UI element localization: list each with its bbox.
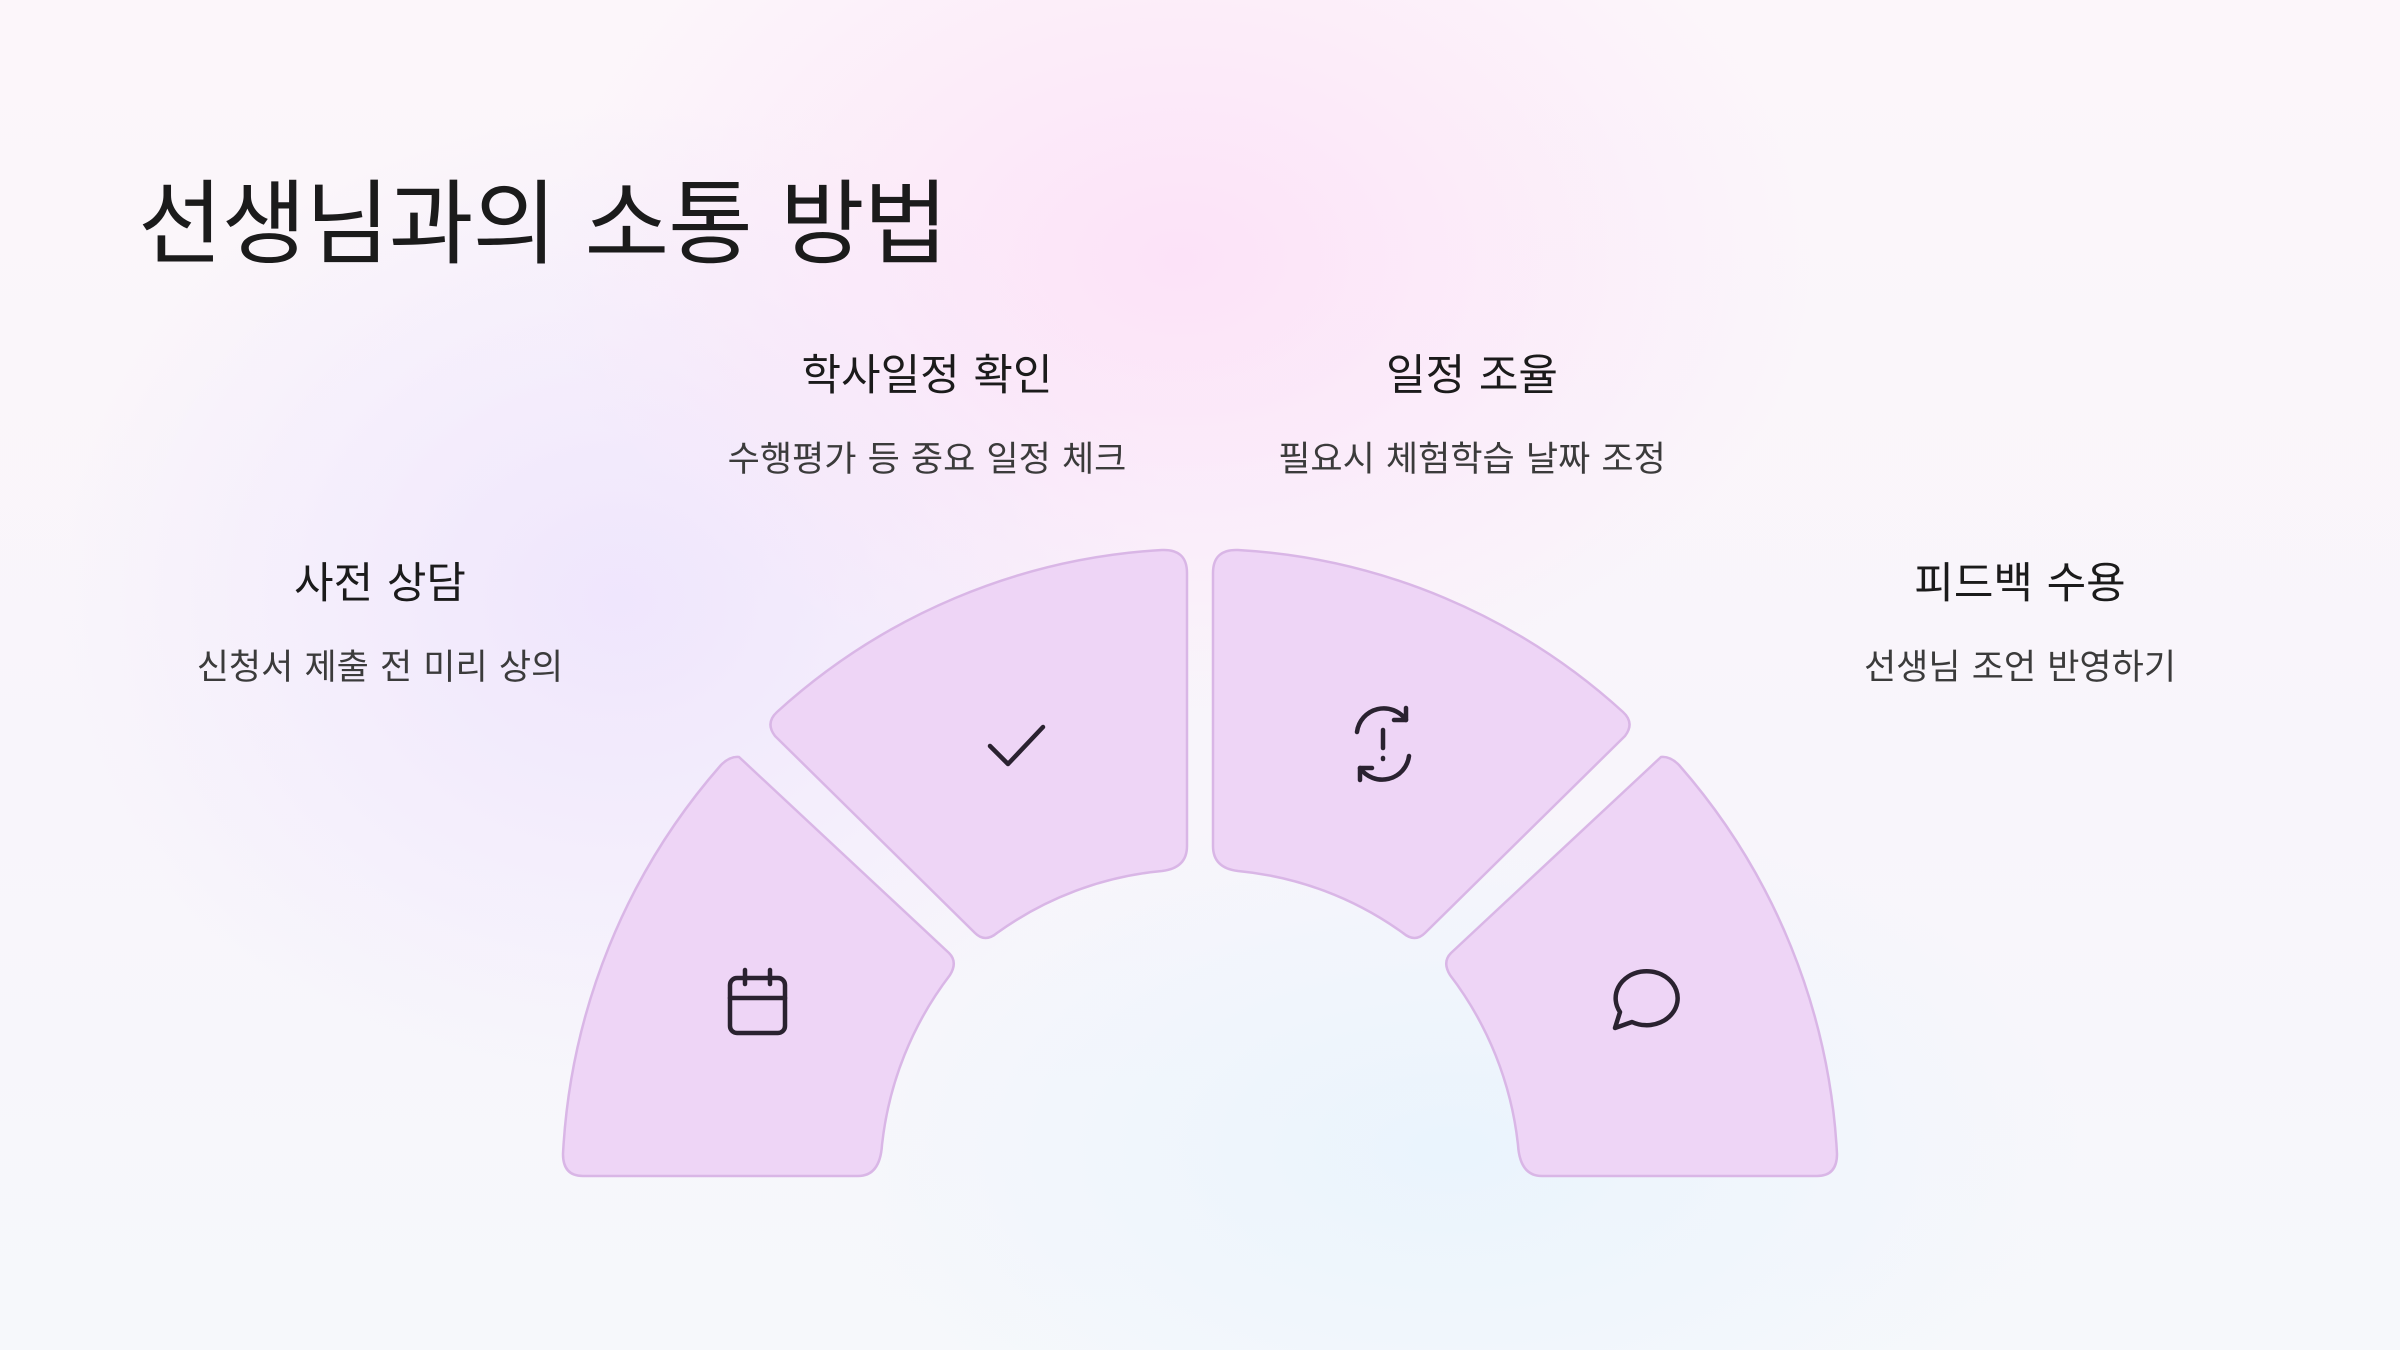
step-label-2: 학사일정 확인 수행평가 등 중요 일정 체크 xyxy=(647,350,1207,482)
step-label-1: 사전 상담 신청서 제출 전 미리 상의 xyxy=(100,558,660,690)
step-2-heading: 학사일정 확인 xyxy=(801,351,1053,401)
step-3-heading: 일정 조율 xyxy=(1386,351,1558,401)
step-1-description: 신청서 제출 전 미리 상의 xyxy=(196,648,564,688)
step-label-3: 일정 조율 필요시 체험학습 날짜 조정 xyxy=(1192,350,1752,482)
segment-1 xyxy=(561,755,955,1178)
step-4-heading: 피드백 수용 xyxy=(1914,559,2126,609)
step-label-4: 피드백 수용 선생님 조언 반영하기 xyxy=(1740,558,2300,690)
segment-4 xyxy=(1445,755,1839,1178)
sync-alert-icon xyxy=(1354,705,1412,783)
page-title: 선생님과의 소통 방법 xyxy=(138,171,948,278)
step-1-heading: 사전 상담 xyxy=(294,559,466,609)
message-circle-icon xyxy=(1612,968,1680,1031)
segment-2 xyxy=(769,548,1189,940)
step-4-description: 선생님 조언 반영하기 xyxy=(1863,648,2177,688)
check-icon xyxy=(987,724,1046,767)
segment-3 xyxy=(1211,548,1631,940)
step-3-description: 필요시 체험학습 날짜 조정 xyxy=(1278,440,1666,480)
step-2-description: 수행평가 등 중요 일정 체크 xyxy=(727,440,1127,480)
calendar-icon xyxy=(727,967,788,1036)
